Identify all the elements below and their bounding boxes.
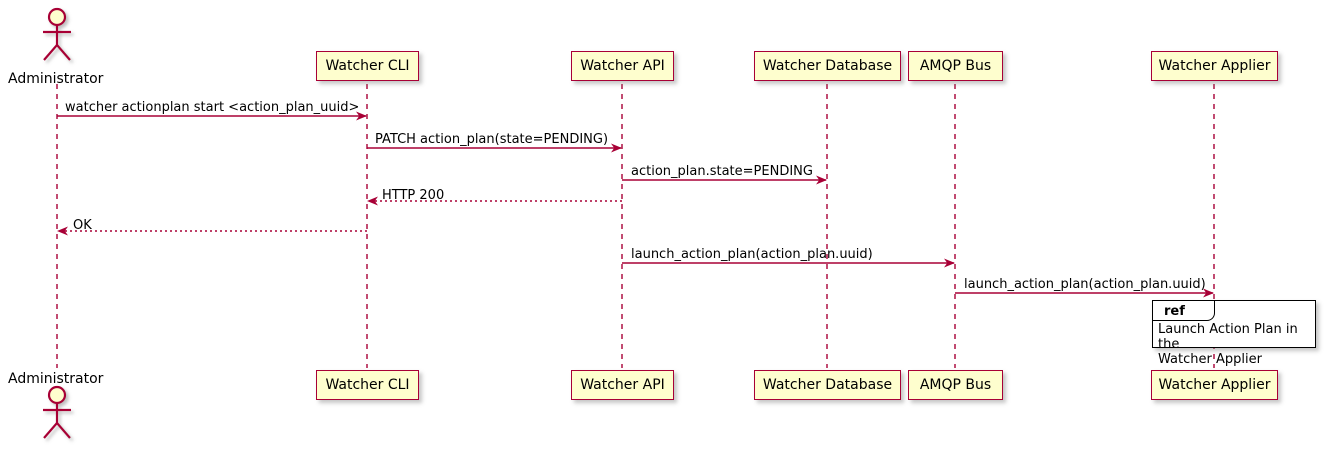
message-label-m3: action_plan.state=PENDING: [631, 164, 813, 179]
ref-fragment-tab: [1153, 301, 1215, 321]
participant-label: Watcher API: [580, 58, 665, 74]
message-label-m1: watcher actionplan start <action_plan_uu…: [65, 100, 360, 115]
ref-fragment-text: Launch Action Plan in the Watcher Applie…: [1158, 322, 1298, 367]
participant-box-amqp-bus-top[interactable]: AMQP Bus: [908, 51, 1003, 81]
participant-box-watcher-database-top[interactable]: Watcher Database: [754, 51, 901, 81]
message-arrows: [57, 111, 1214, 298]
participant-box-watcher-api-top[interactable]: Watcher API: [571, 51, 674, 81]
message-label-m4: HTTP 200: [382, 188, 445, 203]
actor-administrator-bottom: [43, 385, 71, 439]
actor-administrator-top: [43, 7, 71, 61]
participant-box-watcher-database-bottom[interactable]: Watcher Database: [754, 370, 901, 400]
actor-label-administrator-top: Administrator: [8, 71, 104, 87]
message-label-m2: PATCH action_plan(state=PENDING): [375, 132, 609, 147]
participant-label: AMQP Bus: [919, 377, 992, 393]
participant-label: Watcher API: [580, 377, 665, 393]
message-label-m6: launch_action_plan(action_plan.uuid): [631, 247, 873, 262]
participant-label: Watcher Applier: [1158, 377, 1271, 393]
participant-box-watcher-applier-top[interactable]: Watcher Applier: [1151, 51, 1278, 81]
lifelines: [56, 84, 1215, 368]
participant-label: Watcher Database: [762, 377, 893, 393]
ref-fragment-keyword: ref: [1164, 304, 1185, 319]
participant-label: Watcher Applier: [1158, 58, 1271, 74]
participant-box-amqp-bus-bottom[interactable]: AMQP Bus: [908, 370, 1003, 400]
participant-box-watcher-cli-bottom[interactable]: Watcher CLI: [316, 370, 419, 400]
participant-label: AMQP Bus: [919, 58, 992, 74]
participant-label: Watcher CLI: [325, 58, 410, 74]
participant-box-watcher-applier-bottom[interactable]: Watcher Applier: [1151, 370, 1278, 400]
participant-box-watcher-api-bottom[interactable]: Watcher API: [571, 370, 674, 400]
message-label-m5: OK: [73, 218, 92, 233]
participant-label: Watcher Database: [762, 58, 893, 74]
message-label-m7: launch_action_plan(action_plan.uuid): [964, 277, 1206, 292]
participant-label: Watcher CLI: [325, 377, 410, 393]
ref-fragment[interactable]: [1152, 300, 1316, 348]
actor-label-administrator-bottom: Administrator: [8, 371, 104, 387]
participant-box-watcher-cli-top[interactable]: Watcher CLI: [316, 51, 419, 81]
